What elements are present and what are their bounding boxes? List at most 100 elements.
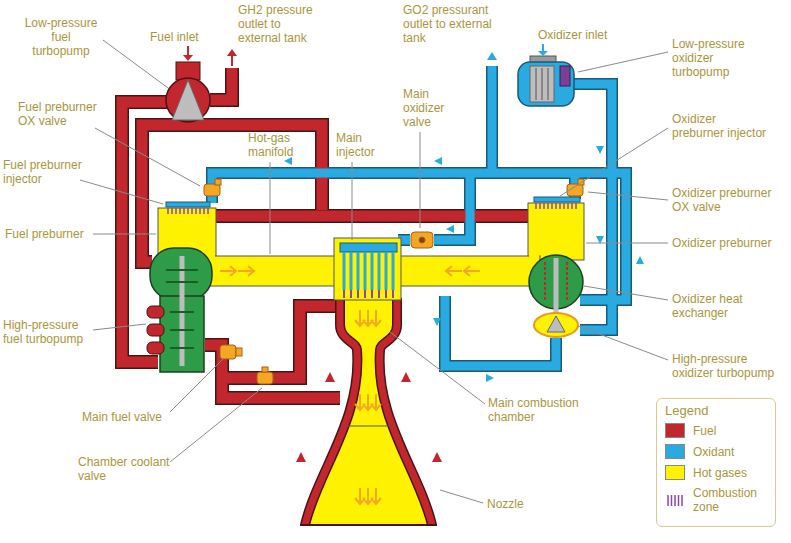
valve <box>411 232 433 248</box>
oxidizer-pipe <box>212 66 626 366</box>
flow-arrow <box>325 372 335 382</box>
flow-arrow <box>355 310 381 326</box>
leader-line <box>270 162 271 254</box>
leader-line <box>352 162 353 240</box>
part-label: Fuel inlet <box>150 30 220 44</box>
combustion-zone-swatch <box>681 495 683 506</box>
turbopump <box>147 306 164 318</box>
part-label: Fuel preburner OX valve <box>18 100 110 128</box>
injector <box>340 243 397 252</box>
turbopump <box>172 80 204 120</box>
leader-line <box>420 132 421 228</box>
leader-line <box>170 358 224 412</box>
valve <box>204 179 221 196</box>
legend-row: Fuel <box>665 423 767 438</box>
flow-arrow <box>446 225 454 233</box>
nozzle-bell <box>305 298 432 525</box>
part-label: Oxidizer preburner <box>672 236 788 250</box>
legend-swatch <box>665 423 685 438</box>
fuel-pipe <box>142 125 322 262</box>
nozzle-bell <box>300 524 437 526</box>
part-label: Low-pressure oxidizer turbopump <box>672 37 772 79</box>
nozzle-bell <box>300 298 437 525</box>
leader-line <box>584 286 668 300</box>
flow-arrow <box>296 452 306 462</box>
fuel-pipe <box>212 211 532 222</box>
part-label: Oxidizer preburner injector <box>672 112 768 140</box>
leader-line <box>95 128 200 186</box>
leader-line <box>588 192 668 200</box>
turbopump <box>147 324 164 336</box>
legend-text: Fuel <box>693 424 767 438</box>
pipe-outline <box>222 306 340 378</box>
part-label: Nozzle <box>487 497 567 511</box>
fuel-pipe <box>210 68 232 100</box>
part-label: Oxidizer preburner OX valve <box>672 186 788 214</box>
turbopump <box>530 66 554 102</box>
turbopump <box>534 313 578 337</box>
flow-arrow <box>487 52 497 60</box>
leader-line <box>93 234 156 235</box>
valve <box>215 179 221 185</box>
flow-arrow <box>432 452 442 462</box>
flow-arrow <box>433 318 441 326</box>
part-label: Fuel preburner <box>5 227 105 241</box>
leader-line <box>93 324 146 330</box>
flow-arrow <box>538 51 548 56</box>
flow-arrow <box>183 44 644 504</box>
pipe-outline <box>210 68 232 100</box>
turbopump <box>147 342 164 354</box>
legend-swatch <box>665 444 685 459</box>
flow-arrow <box>434 157 442 165</box>
flow-arrow <box>355 394 381 410</box>
leader-line <box>578 52 668 72</box>
part-label: Main injector <box>336 131 396 159</box>
part-label: Main oxidizer valve <box>403 87 465 129</box>
combustion-zone-swatch <box>671 495 673 506</box>
injector <box>344 290 393 298</box>
turbopump <box>518 62 574 106</box>
leader-line <box>390 332 485 404</box>
valve <box>204 179 584 384</box>
part-label: GO2 pressurant outlet to external tank <box>403 3 505 45</box>
turbopump <box>536 68 548 100</box>
nozzle-bell <box>305 298 357 525</box>
valve <box>262 367 268 372</box>
part-label: Hot-gas manifold <box>248 131 312 159</box>
legend-text: Oxidant <box>693 445 767 459</box>
flow-arrow <box>220 266 254 276</box>
turbopump <box>166 78 210 122</box>
valve <box>236 348 242 356</box>
flow-arrow <box>486 374 494 382</box>
injector <box>534 197 580 202</box>
leader-line <box>440 490 483 503</box>
leader-line <box>103 40 168 88</box>
flow-arrow <box>446 266 480 276</box>
pipe-outline <box>212 209 532 223</box>
leader-line <box>578 326 668 360</box>
pipe-outline <box>142 125 322 262</box>
part-label: Fuel preburner injector <box>3 158 95 186</box>
legend-swatch <box>665 465 685 480</box>
leader-line <box>586 243 668 244</box>
turbopump <box>560 66 570 86</box>
pipe-outline <box>486 66 498 173</box>
part-label: Low-pressure fuel turbopump <box>22 16 100 58</box>
leader-line <box>170 388 262 462</box>
injector <box>536 203 576 209</box>
hot-gas-duct <box>529 250 539 262</box>
flow-arrow <box>596 146 604 154</box>
part-label: GH2 pressure outlet to external tank <box>238 3 322 45</box>
injector <box>344 252 393 290</box>
combustion-zone-swatch <box>667 495 669 506</box>
hot-gas-duct <box>158 203 584 300</box>
hot-gas-duct <box>334 238 401 300</box>
leader-line <box>560 128 668 196</box>
injector <box>166 202 210 207</box>
part-label: Oxidizer inlet <box>538 28 638 42</box>
valve <box>411 232 433 248</box>
valve <box>257 372 273 384</box>
legend-row: Hot gases <box>665 465 767 480</box>
part-label: Main combustion chamber <box>488 396 588 424</box>
fuel-pipe <box>205 345 340 398</box>
